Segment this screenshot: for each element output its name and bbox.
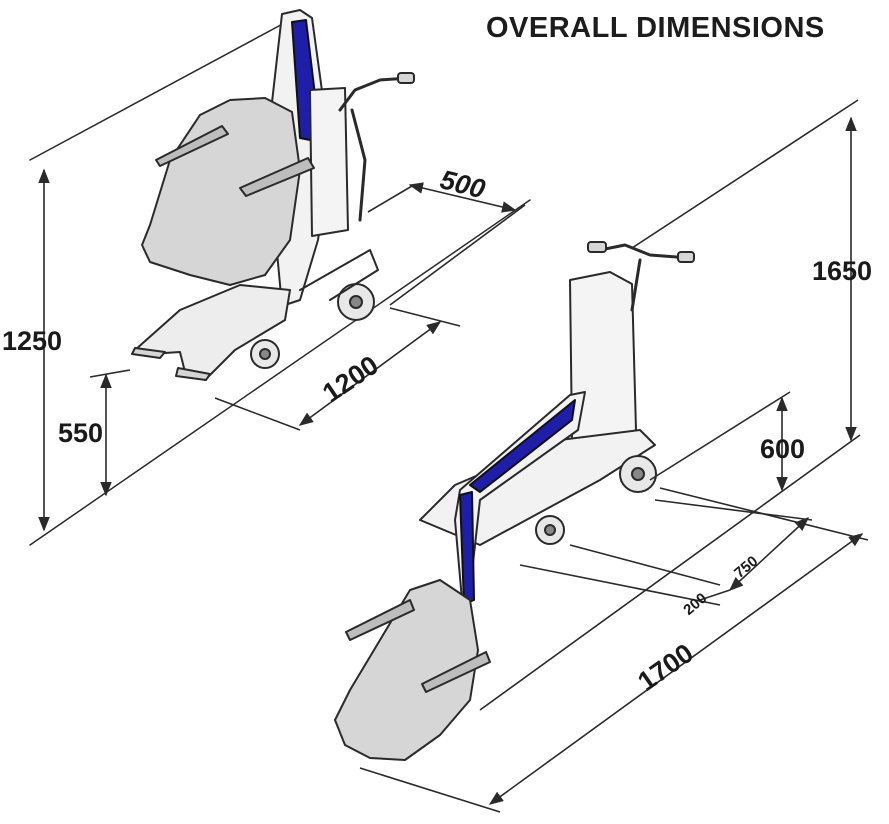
armrest-left-seated [155,125,229,167]
extension-1200-left [214,397,301,431]
label-1650: 1650 [812,256,872,286]
front-hub-extended [544,524,556,536]
extension-750-right [654,499,813,521]
extension-500-right [389,204,526,306]
handle-grip-seated [397,72,415,84]
front-hub-seated [259,348,271,360]
extension-1700-left [359,767,501,813]
label-550: 550 [58,418,103,448]
label-1250: 1250 [2,326,62,356]
diagram-title: OVERALL DIMENSIONS [486,12,825,44]
extension-600-top [649,391,791,481]
seat-shell-extended [334,579,479,761]
width-500-line [408,182,517,213]
dimensions-seated [38,168,526,532]
armrest-left-extended [345,599,415,641]
extension-500-left [367,185,413,213]
extension-1200-right [389,307,461,327]
handle-extended [598,243,692,260]
label-1200: 1200 [317,350,384,408]
length-1200-line [298,321,442,426]
handle-rod-extended [630,258,642,312]
ground-line-seated [29,199,531,546]
chair-seated-illustration [29,9,531,546]
footrest-seated [134,284,291,381]
top-line-seated [29,19,291,161]
backrest-frame-extended [454,391,586,601]
base-frame-seated [299,249,379,301]
label-200: 200 [680,590,710,619]
label-500: 500 [437,164,488,204]
rear-hub-extended [631,467,645,481]
motor-box-seated [309,87,349,237]
label-600: 600 [760,434,805,464]
foot-pad-left-seated [131,347,166,359]
backrest-strip-horizontal [469,399,576,493]
backrest-strip-vertical [459,491,475,605]
label-750: 750 [731,553,761,582]
handle-grip-left-extended [587,241,607,253]
chair-extended-illustration [334,241,695,761]
extension-550-top [89,369,131,378]
offset-200-line [699,589,731,601]
label-1700: 1700 [632,638,698,697]
armrest-right-seated [239,157,315,197]
extension-200-left [569,544,721,586]
foot-pad-right-seated [175,367,211,381]
wheelbase-750-line [728,517,810,591]
dimensions-extended [359,99,869,813]
handle-grip-right-extended [677,251,695,263]
seat-shell-seated [141,97,301,286]
handle-seated [338,76,412,112]
rear-hub-seated [349,295,363,309]
extension-200-bottom [519,564,721,606]
handle-rod-seated [350,108,367,222]
top-line-extended [631,99,859,249]
